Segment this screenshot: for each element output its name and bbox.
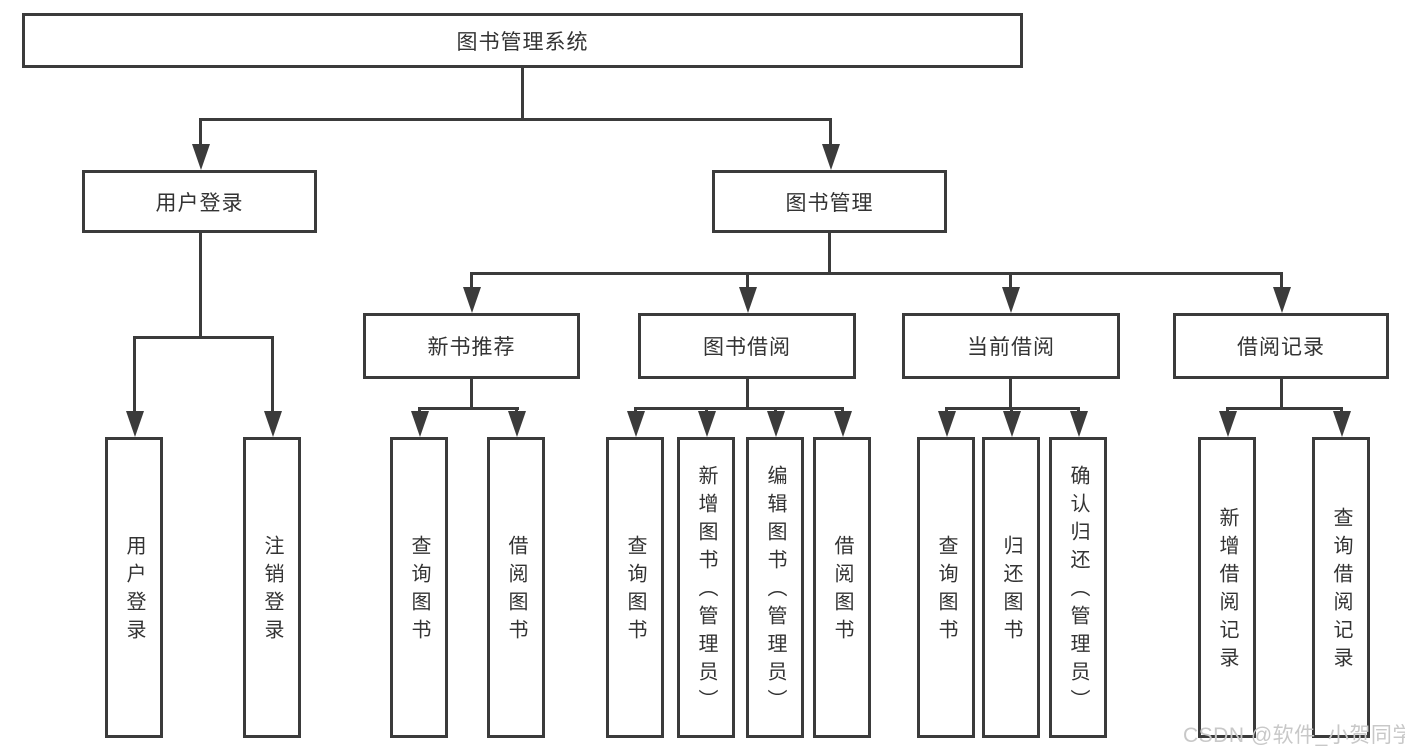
csdn-watermark: CSDN @软件_小贺同学 <box>1183 724 1405 747</box>
leaf-user-login: 用户登录 <box>105 437 163 738</box>
leaf-add-borrow-record: 新增借阅记录 <box>1198 437 1256 738</box>
arrow-down-icon <box>508 411 526 437</box>
leaf-edit-book-admin: 编辑图书（管理员） <box>746 437 804 738</box>
connector-line <box>199 233 202 337</box>
connector-line <box>774 407 777 413</box>
leaf-query-books-current: 查询图书 <box>917 437 975 738</box>
arrow-down-icon <box>1273 287 1291 313</box>
connector-line <box>418 407 519 410</box>
connector-line <box>1226 407 1229 413</box>
connector-line <box>418 407 421 413</box>
arrow-down-icon <box>698 411 716 437</box>
leaf-query-books-recommend: 查询图书 <box>390 437 448 738</box>
connector-line <box>1010 407 1013 413</box>
connector-line <box>1226 407 1343 410</box>
arrow-down-icon <box>264 411 282 437</box>
arrow-down-icon <box>767 411 785 437</box>
connector-line <box>470 379 473 409</box>
connector-line <box>271 336 274 411</box>
connector-line <box>515 407 518 413</box>
arrow-down-icon <box>463 287 481 313</box>
node-current-borrowing: 当前借阅 <box>902 313 1120 379</box>
arrow-down-icon <box>1003 411 1021 437</box>
connector-line <box>1280 272 1283 289</box>
leaf-add-book-admin: 新增图书（管理员） <box>677 437 735 738</box>
connector-line <box>1280 379 1283 409</box>
leaf-query-books-borrowing: 查询图书 <box>606 437 664 738</box>
connector-line <box>828 233 831 274</box>
node-new-book-recommendation: 新书推荐 <box>363 313 580 379</box>
connector-line <box>1009 379 1012 409</box>
arrow-down-icon <box>411 411 429 437</box>
connector-line <box>470 272 473 289</box>
connector-line <box>705 407 708 413</box>
leaf-confirm-return-admin: 确认归还（管理员） <box>1049 437 1107 738</box>
arrow-down-icon <box>1219 411 1237 437</box>
node-book-borrowing: 图书借阅 <box>638 313 856 379</box>
connector-line <box>470 272 1283 275</box>
connector-line <box>634 407 844 410</box>
connector-line <box>1340 407 1343 413</box>
leaf-logout: 注销登录 <box>243 437 301 738</box>
arrow-down-icon <box>1333 411 1351 437</box>
connector-line <box>634 407 637 413</box>
leaf-borrow-books-recommend: 借阅图书 <box>487 437 545 738</box>
arrow-down-icon <box>822 144 840 170</box>
connector-line <box>746 272 749 289</box>
connector-line <box>133 336 274 339</box>
connector-line <box>199 118 202 146</box>
connector-line <box>199 118 831 121</box>
connector-line <box>841 407 844 413</box>
connector-line <box>746 379 749 409</box>
node-borrowing-records: 借阅记录 <box>1173 313 1389 379</box>
leaf-return-books: 归还图书 <box>982 437 1040 738</box>
leaf-borrow-books: 借阅图书 <box>813 437 871 738</box>
connector-line <box>133 336 136 411</box>
node-root-library-management-system: 图书管理系统 <box>22 13 1023 68</box>
arrow-down-icon <box>192 144 210 170</box>
connector-line <box>521 68 524 118</box>
leaf-query-borrow-record: 查询借阅记录 <box>1312 437 1370 738</box>
connector-line <box>1077 407 1080 413</box>
arrow-down-icon <box>1002 287 1020 313</box>
node-user-login: 用户登录 <box>82 170 317 233</box>
connector-line <box>1009 272 1012 289</box>
arrow-down-icon <box>1070 411 1088 437</box>
connector-line <box>945 407 948 413</box>
arrow-down-icon <box>739 287 757 313</box>
arrow-down-icon <box>126 411 144 437</box>
arrow-down-icon <box>834 411 852 437</box>
node-book-management: 图书管理 <box>712 170 947 233</box>
connector-line <box>829 118 832 146</box>
arrow-down-icon <box>938 411 956 437</box>
arrow-down-icon <box>627 411 645 437</box>
